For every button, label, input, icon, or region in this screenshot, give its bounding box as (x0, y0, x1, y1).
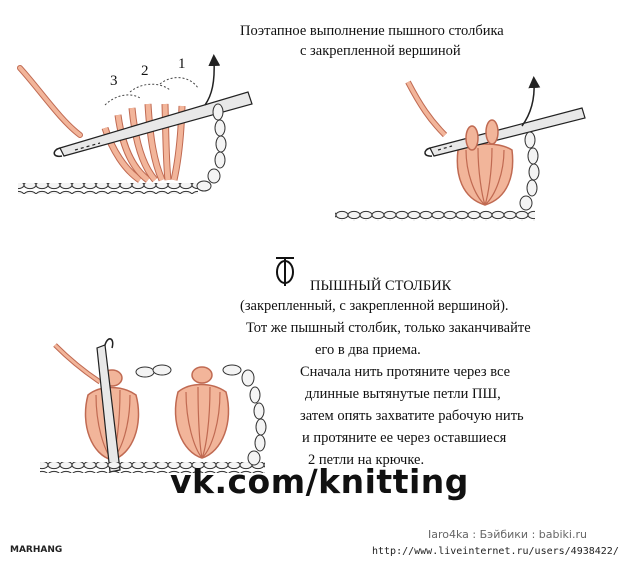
foundation-chain-3 (40, 462, 265, 473)
turning-chain-2 (519, 131, 540, 211)
puff-stitch-3b (174, 383, 230, 459)
instruction-line-6: и протяните ее через оставшиеся (302, 430, 507, 446)
direction-arrow-2 (521, 76, 541, 127)
instruction-line-2: его в два приема. (315, 342, 421, 358)
footer-url: http://www.liveinternet.ru/users/4938422… (372, 546, 619, 557)
instruction-line-4: длинные вытянутые петли ПШ, (305, 386, 501, 402)
diagram-title-line2: с закрепленной вершиной (300, 43, 461, 59)
step-2-illustration (335, 76, 586, 221)
instruction-line-1: Тот же пышный столбик, только заканчивай… (246, 320, 531, 336)
instruction-line-5: затем опять захватите рабочую нить (300, 408, 524, 424)
foundation-chain-2 (335, 210, 535, 221)
step-number-1: 1 (178, 56, 186, 72)
footer-brand: MARHANG (10, 545, 63, 555)
direction-arrow-1 (204, 54, 221, 106)
puff-stitch-2 (456, 143, 514, 206)
puff-stitch-symbol-icon (276, 257, 294, 286)
crochet-hook-1 (53, 91, 253, 158)
watermark-text: vk.com/knitting (170, 462, 469, 501)
turning-chain-1 (196, 103, 227, 192)
instruction-line-7: 2 петли на крючке. (308, 452, 425, 468)
step-3-illustration (40, 338, 267, 473)
foundation-chain-1 (18, 183, 198, 194)
instruction-line-3: Сначала нить протяните через все (300, 364, 511, 380)
stitch-subtitle: (закрепленный, с закрепленной вершиной). (240, 298, 509, 314)
step-number-2: 2 (141, 63, 149, 79)
footer-credit: Iaro4ka : Бэйбики : babiki.ru (428, 528, 587, 541)
stitch-name: ПЫШНЫЙ СТОЛБИК (310, 278, 452, 294)
step-number-3: 3 (110, 73, 118, 89)
step-1-illustration (17, 54, 253, 194)
crochet-illustrations (17, 54, 586, 473)
diagram-title-line1: Поэтапное выполнение пышного столбика (240, 23, 504, 39)
turning-chain-3 (247, 386, 267, 466)
